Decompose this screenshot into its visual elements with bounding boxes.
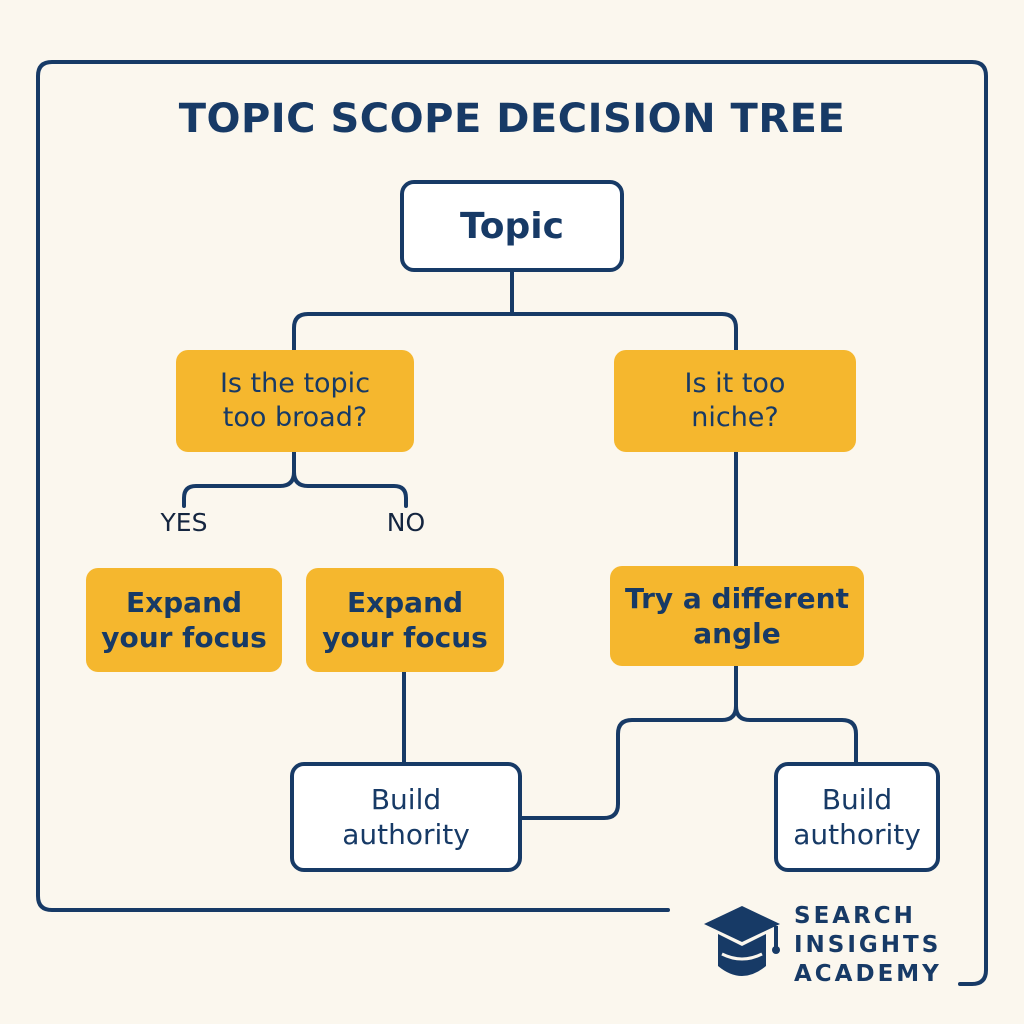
- authority-left-label: Build authority: [342, 783, 470, 851]
- brand-logo: SEARCH INSIGHTS ACADEMY: [700, 900, 970, 990]
- no-action-node: Expand your focus: [306, 568, 504, 672]
- root-node-label: Topic: [460, 205, 564, 247]
- question-broad-label: Is the topic too broad?: [219, 368, 371, 433]
- diagram-title: TOPIC SCOPE DECISION TREE: [178, 96, 846, 142]
- authority-left-node: Build authority: [290, 762, 522, 872]
- yes-action-node: Expand your focus: [86, 568, 282, 672]
- brand-line-3: ACADEMY: [794, 961, 942, 987]
- root-split-connector: [292, 270, 738, 352]
- question-niche-label: Is it too niche?: [684, 368, 786, 433]
- brand-line-2: INSIGHTS: [794, 932, 942, 958]
- frame-border: [36, 60, 988, 986]
- niche-action-node: Try a different angle: [610, 566, 864, 666]
- question-broad-node: Is the topic too broad?: [176, 350, 414, 452]
- niche-action-label: Try a different angle: [625, 582, 849, 650]
- brand-line-1: SEARCH: [794, 903, 916, 929]
- graduation-cap-icon: [704, 906, 780, 976]
- broad-split-connector: [182, 450, 408, 508]
- no-action-label: Expand your focus: [322, 586, 488, 654]
- branch-label-yes: YES: [160, 508, 208, 537]
- branch-label-no: NO: [386, 508, 426, 537]
- root-node: Topic: [400, 180, 624, 272]
- angle-authority-connector: [520, 664, 858, 820]
- brand-name: SEARCH INSIGHTS ACADEMY: [794, 902, 942, 989]
- authority-right-node: Build authority: [774, 762, 940, 872]
- question-niche-node: Is it too niche?: [614, 350, 856, 452]
- yes-action-label: Expand your focus: [101, 586, 267, 654]
- authority-right-label: Build authority: [793, 783, 921, 851]
